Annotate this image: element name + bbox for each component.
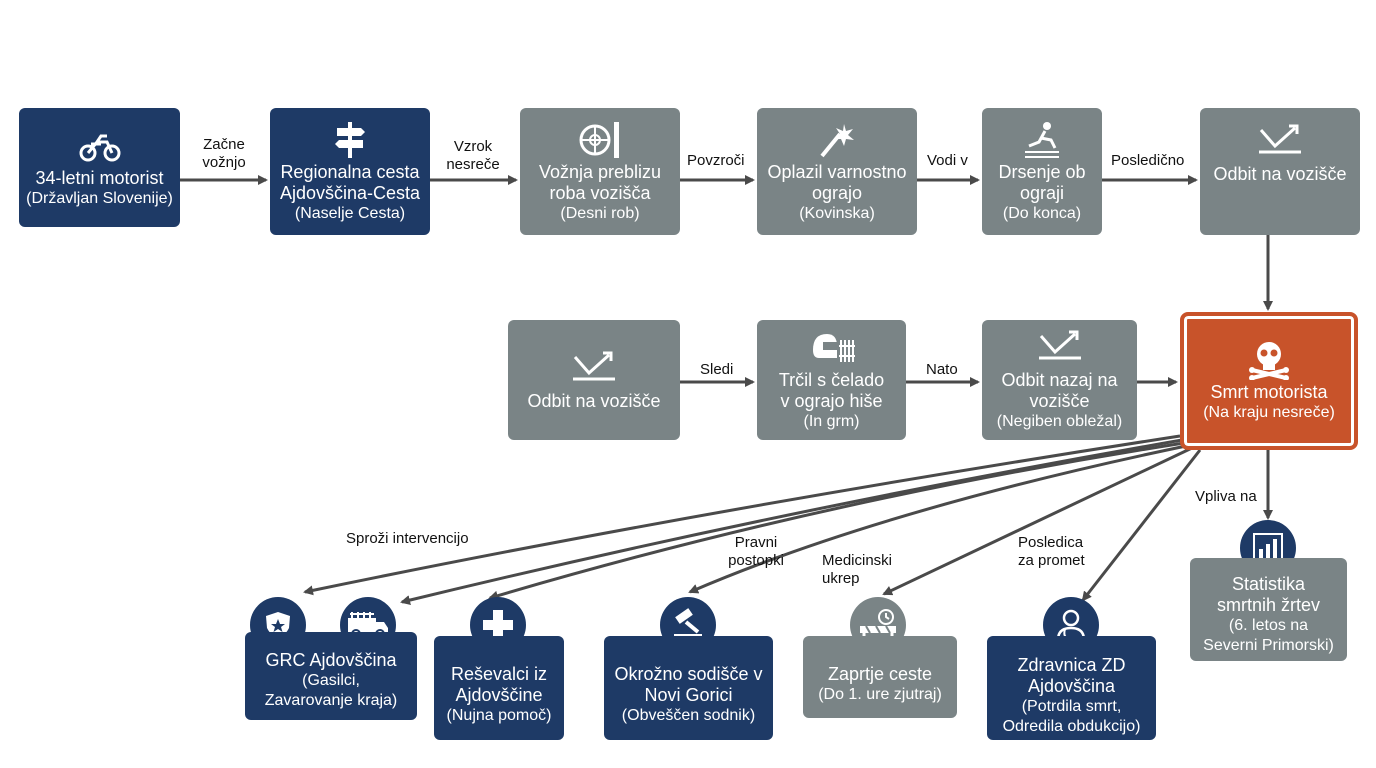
- node-title-2: Ajdovščina-Cesta: [279, 182, 421, 203]
- medical-cross-icon: [483, 610, 513, 640]
- node-title-2: smrtnih žrtev: [1216, 594, 1321, 615]
- node-edge-drive: Vožnja preblizu roba vozišča (Desni rob): [520, 108, 680, 235]
- bounce-arrow-icon: [573, 351, 615, 380]
- node-title: Trčil s čelado: [778, 370, 885, 390]
- edge-label-leads: Vodi v: [927, 152, 968, 169]
- node-title: Odbit na vozišče: [1213, 164, 1347, 184]
- signpost-icon: [335, 121, 365, 158]
- node-title: Zdravnica ZD: [1017, 655, 1126, 675]
- node-title: Odbit nazaj na: [1001, 370, 1118, 390]
- node-grc: GRC Ajdovščina (Gasilci, Zavarovanje kra…: [245, 632, 417, 720]
- spark-impact-icon: [820, 123, 854, 157]
- node-title-2: ograjo: [811, 182, 863, 203]
- arrow-death-grc: [303, 434, 1181, 596]
- node-helmet-hit: Trčil s čelado v ograjo hiše (In grm): [757, 320, 906, 440]
- helmet-fence-icon: [812, 334, 855, 362]
- node-slide: Drsenje ob ograji (Do konca): [982, 108, 1102, 235]
- node-title: Regionalna cesta: [280, 161, 420, 182]
- sliding-person-icon: [1025, 121, 1059, 158]
- arrow-death-ems: [400, 438, 1183, 605]
- node-bounce-1: Odbit na vozišče: [1200, 108, 1360, 235]
- tire-edge-icon: [579, 121, 619, 158]
- node-title: Drsenje ob: [998, 161, 1086, 182]
- node-title: Odbit na vozišče: [527, 390, 661, 411]
- node-stats: Statistika smrtnih žrtev (6. letos na Se…: [1190, 558, 1347, 661]
- node-subtitle: (Državljan Slovenije): [26, 190, 173, 207]
- node-title-2: Ajdovščine: [455, 685, 543, 705]
- node-subtitle: (Negiben obležal): [996, 413, 1123, 430]
- node-title: Zaprtje ceste: [827, 663, 933, 684]
- node-subtitle: (In grm): [803, 413, 860, 430]
- motorcycle-icon: [79, 134, 120, 162]
- node-title-2: ograji: [1019, 182, 1065, 203]
- node-death: Smrt motorista (Na kraju nesreče): [1180, 312, 1358, 450]
- edge-label-causes: Povzroči: [687, 152, 745, 169]
- edge-label-intervention: Sproži intervencijo: [346, 530, 469, 547]
- node-title-2: roba vozišča: [549, 182, 651, 203]
- node-ems: Reševalci iz Ajdovščine (Nujna pomoč): [434, 636, 564, 740]
- node-title: GRC Ajdovščina: [265, 649, 397, 670]
- node-subtitle-2: Zavarovanje kraja): [264, 691, 398, 709]
- node-title: 34-letni motorist: [35, 168, 164, 188]
- node-court: Okrožno sodišče v Novi Gorici (Obveščen …: [604, 636, 773, 740]
- arrow-death-ems2: [488, 441, 1185, 601]
- node-subtitle: (Naselje Cesta): [294, 204, 406, 222]
- node-subtitle: (Obveščen sodnik): [621, 707, 756, 724]
- node-motorist: 34-letni motorist (Državljan Slovenije): [19, 108, 180, 227]
- arrow-death-closure: [882, 446, 1193, 596]
- arrow-death-doctor: [1081, 449, 1202, 602]
- node-subtitle: (Desni rob): [560, 204, 640, 222]
- node-title: Vožnja preblizu: [538, 161, 662, 182]
- node-subtitle: (6. letos na: [1228, 616, 1309, 634]
- edge-label-consequently: Posledično: [1111, 152, 1185, 169]
- police-shield-icon: [266, 612, 290, 638]
- node-title: Okrožno sodišče v: [614, 664, 763, 684]
- node-title: Smrt motorista: [1210, 381, 1328, 402]
- node-title: Statistika: [1231, 573, 1306, 594]
- edge-label-follows: Sledi: [700, 361, 734, 378]
- node-title-2: vozišče: [1029, 391, 1090, 411]
- node-closure: Zaprtje ceste (Do 1. ure zjutraj): [803, 636, 957, 718]
- bounce-arrow-icon: [1038, 330, 1081, 360]
- node-title-2: Ajdovščina: [1027, 676, 1116, 696]
- node-subtitle: (Do konca): [1002, 204, 1082, 222]
- arrow-death-court: [688, 444, 1187, 594]
- node-barrier-hit: Oplazil varnostno ograjo (Kovinska): [757, 108, 917, 235]
- node-road: Regionalna cesta Ajdovščina-Cesta (Nasel…: [270, 108, 430, 235]
- edge-label-affects: Vpliva na: [1195, 488, 1257, 505]
- node-title-2: v ograjo hiše: [780, 391, 883, 411]
- node-subtitle: (Gasilci,: [302, 671, 360, 689]
- node-bounce-2: Odbit na vozišče: [508, 320, 680, 440]
- node-title: Oplazil varnostno: [767, 161, 907, 182]
- node-subtitle: (Do 1. ure zjutraj): [818, 685, 942, 703]
- node-doctor: Zdravnica ZD Ajdovščina (Potrdila smrt, …: [987, 636, 1156, 740]
- node-subtitle-2: Severni Primorski): [1203, 636, 1334, 654]
- node-title: Reševalci iz: [450, 664, 548, 684]
- skull-crossbones-icon: [1249, 341, 1289, 380]
- node-bounce-back: Odbit nazaj na vozišče (Negiben obležal): [982, 320, 1137, 440]
- node-subtitle: (Na kraju nesreče): [1203, 403, 1335, 421]
- node-title-2: Novi Gorici: [644, 685, 733, 705]
- node-subtitle-2: Odredila obdukcijo): [1002, 718, 1141, 735]
- node-subtitle: (Potrdila smrt,: [1021, 698, 1122, 715]
- node-subtitle: (Nujna pomoč): [446, 707, 552, 724]
- node-subtitle: (Kovinska): [799, 204, 875, 222]
- doctor-icon: [1056, 609, 1086, 641]
- bounce-arrow-icon: [1259, 124, 1301, 154]
- edge-label-then: Nato: [926, 361, 958, 378]
